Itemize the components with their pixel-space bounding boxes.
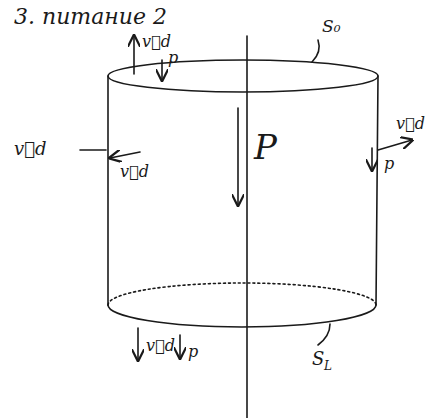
bottom-face-back bbox=[108, 283, 376, 305]
top-face bbox=[108, 60, 378, 92]
pressure-arrow bbox=[179, 335, 181, 358]
pressure-label: p bbox=[168, 50, 178, 66]
normal-label: v⃗d bbox=[146, 338, 175, 354]
normal-label: v⃗d bbox=[396, 116, 425, 132]
normal-arrow bbox=[133, 36, 135, 74]
pressure-arrow bbox=[371, 148, 373, 170]
side-wall bbox=[376, 76, 378, 305]
title: 3. питание 2 bbox=[14, 6, 167, 28]
pressure-label: p bbox=[384, 156, 394, 172]
pressure-arrow bbox=[237, 108, 239, 205]
leader-line bbox=[318, 324, 330, 345]
normal-label: v⃗d bbox=[142, 34, 171, 50]
surface-subscript: L bbox=[324, 360, 332, 372]
normal-label: v⃗d bbox=[120, 164, 149, 180]
surface-label: S bbox=[312, 350, 324, 368]
normal-arrow bbox=[378, 140, 412, 150]
normal-stub bbox=[80, 149, 106, 151]
leader-line bbox=[312, 40, 319, 62]
side-wall bbox=[107, 76, 109, 305]
normal-label: v⃗d bbox=[14, 140, 47, 158]
pressure-label: p bbox=[188, 344, 198, 360]
bottom-face-front bbox=[108, 305, 376, 327]
pressure-arrow bbox=[110, 152, 140, 158]
axis-line bbox=[246, 36, 248, 418]
normal-arrow bbox=[137, 328, 139, 360]
pressure-label: P bbox=[254, 130, 277, 164]
pressure-arrow bbox=[161, 60, 163, 80]
surface-label: S₀ bbox=[322, 18, 340, 35]
